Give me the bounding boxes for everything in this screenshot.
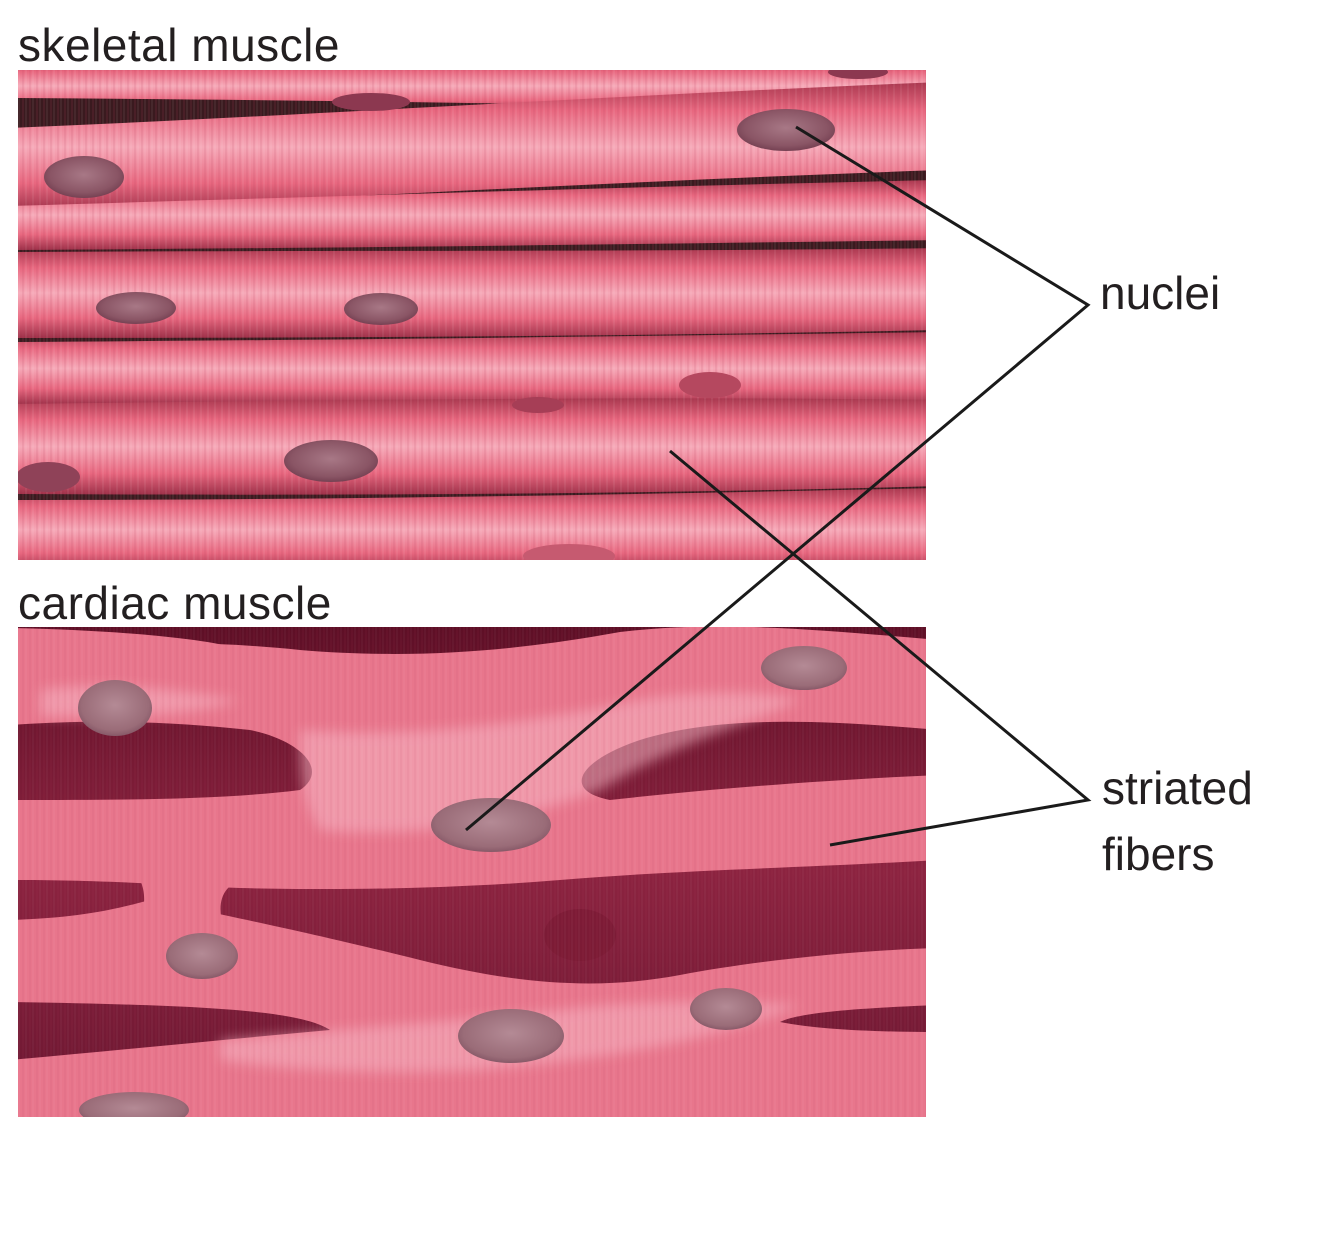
nucleus [679,372,741,398]
nucleus [332,93,410,111]
nucleus [44,156,124,198]
nucleus [828,65,888,79]
nucleus [16,462,80,492]
nucleus [431,798,551,852]
cardiac-muscle-panel [10,627,940,1128]
nucleus [737,109,835,151]
nucleus [512,397,564,413]
nucleus [284,440,378,482]
skeletal-muscle-panel [10,60,940,572]
nucleus [458,1009,564,1063]
nucleus [761,646,847,690]
nucleus [96,292,176,324]
nucleus [166,933,238,979]
nucleus [79,1092,189,1128]
nucleus [78,680,152,736]
nucleus [344,293,418,325]
nucleus [523,544,615,568]
nucleus [690,988,762,1030]
